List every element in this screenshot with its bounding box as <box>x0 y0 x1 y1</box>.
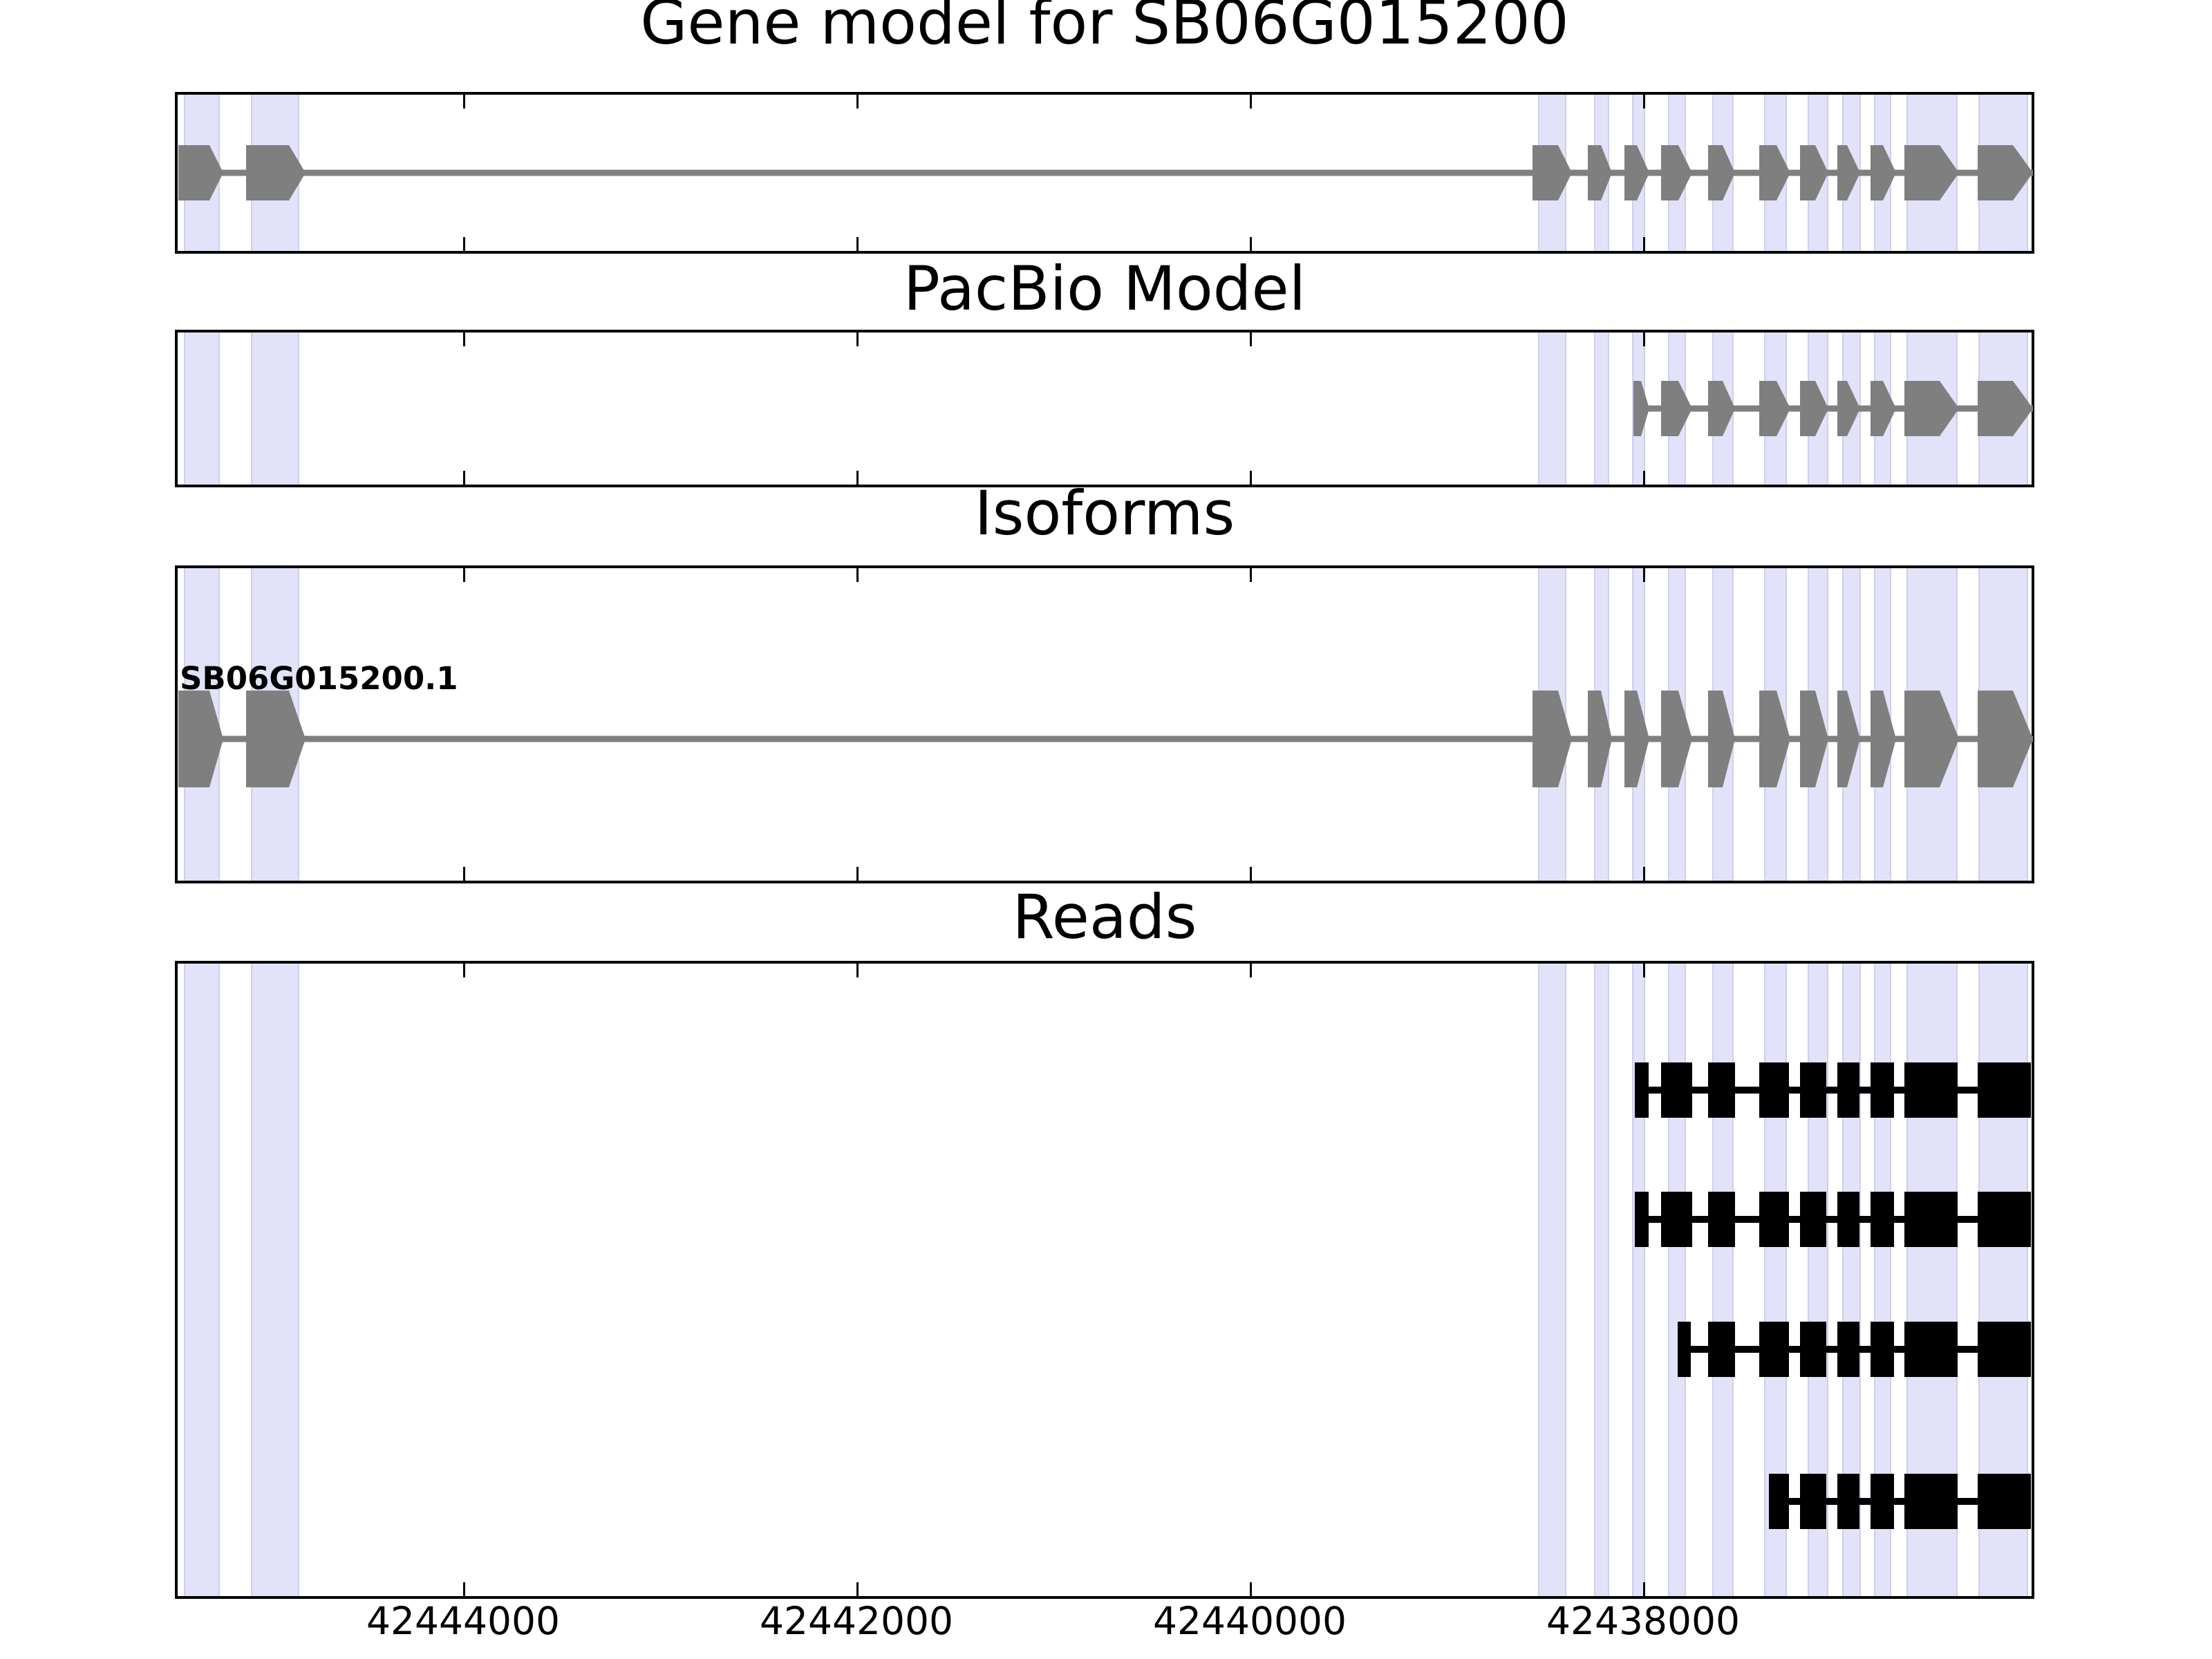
exon-highlight-band <box>1538 568 1566 881</box>
track-panel-isoforms <box>175 565 2034 883</box>
axis-tick <box>1250 237 1252 251</box>
exon-highlight-band <box>1538 964 1566 1596</box>
exon-highlight-band <box>1978 964 2028 1596</box>
exon-highlight-band <box>1842 332 1861 485</box>
axis-tick <box>1643 95 1645 109</box>
exon-highlight-band <box>1632 964 1645 1596</box>
x-tick-label: 42442000 <box>760 1599 953 1643</box>
exon-highlight-band <box>1632 95 1645 251</box>
x-tick-label: 42438000 <box>1546 1599 1740 1643</box>
exon-highlight-band <box>1808 95 1828 251</box>
axis-tick <box>856 568 859 582</box>
axis-tick <box>463 1582 465 1596</box>
axis-tick <box>1643 1582 1645 1596</box>
exon-highlight-band <box>1978 568 2028 881</box>
axis-tick <box>1250 568 1252 582</box>
exon-highlight-band <box>1874 95 1891 251</box>
exon-highlight-band <box>1594 95 1609 251</box>
exon-highlight-band <box>1764 95 1787 251</box>
exon-highlight-band <box>1978 332 2028 485</box>
exon-highlight-band <box>1632 332 1645 485</box>
exon-highlight-band <box>1668 332 1686 485</box>
exon-highlight-band <box>1874 964 1891 1596</box>
exon-highlight-band <box>1632 568 1645 881</box>
axis-tick <box>1250 964 1252 977</box>
axis-tick <box>1250 867 1252 881</box>
axis-tick <box>856 471 859 485</box>
track-panel-gene-model <box>175 92 2034 254</box>
track-panel-reads <box>175 961 2034 1599</box>
axis-tick <box>463 568 465 582</box>
axis-tick <box>856 867 859 881</box>
exon-highlight-band <box>1906 332 1958 485</box>
exon-highlight-band <box>1538 332 1566 485</box>
exon-highlight-band <box>1906 95 1958 251</box>
exon-highlight-band <box>1594 332 1609 485</box>
exon-highlight-band <box>1712 568 1734 881</box>
axis-tick <box>463 867 465 881</box>
exon-highlight-band <box>1712 95 1734 251</box>
axis-tick <box>1250 1582 1252 1596</box>
exon-highlight-band <box>184 95 220 251</box>
axis-tick <box>856 237 859 251</box>
exon-highlight-band <box>1808 332 1828 485</box>
exon-highlight-band <box>1808 964 1828 1596</box>
exon-highlight-band <box>1712 964 1734 1596</box>
exon-highlight-band <box>1668 568 1686 881</box>
exon-highlight-band <box>184 568 220 881</box>
axis-tick <box>463 471 465 485</box>
exon-highlight-band <box>1874 332 1891 485</box>
axis-tick <box>856 964 859 977</box>
axis-tick <box>1250 95 1252 109</box>
axis-tick <box>1643 471 1645 485</box>
axis-tick <box>1250 471 1252 485</box>
exon-highlight-band <box>1906 568 1958 881</box>
axis-tick <box>1643 568 1645 582</box>
exon-highlight-band <box>1538 95 1566 251</box>
axis-tick <box>463 332 465 346</box>
axis-tick <box>1643 964 1645 977</box>
axis-tick <box>856 332 859 346</box>
exon-highlight-band <box>184 332 220 485</box>
axis-tick <box>856 1582 859 1596</box>
exon-highlight-band <box>1842 568 1861 881</box>
exon-highlight-band <box>251 568 299 881</box>
exon-highlight-band <box>251 95 299 251</box>
exon-highlight-band <box>1668 964 1686 1596</box>
exon-highlight-band <box>1842 964 1861 1596</box>
exon-highlight-band <box>1906 964 1958 1596</box>
panel-title-pacbio: PacBio Model <box>903 253 1306 324</box>
isoform-name-label: SB06G015200.1 <box>180 660 458 697</box>
exon-highlight-band <box>1978 95 2028 251</box>
x-tick-label: 42440000 <box>1153 1599 1347 1643</box>
axis-tick <box>856 95 859 109</box>
exon-highlight-band <box>251 964 299 1596</box>
axis-tick <box>1643 237 1645 251</box>
axis-tick <box>1643 332 1645 346</box>
exon-highlight-band <box>1764 332 1787 485</box>
axis-tick <box>463 237 465 251</box>
exon-highlight-band <box>184 964 220 1596</box>
exon-highlight-band <box>1808 568 1828 881</box>
exon-highlight-band <box>1764 568 1787 881</box>
exon-highlight-band <box>1764 964 1787 1596</box>
exon-highlight-band <box>1874 568 1891 881</box>
panel-title-isoforms: Isoforms <box>974 478 1235 549</box>
axis-tick <box>1250 332 1252 346</box>
figure-title: Gene model for SB06G015200 <box>640 0 1569 58</box>
exon-highlight-band <box>1594 568 1609 881</box>
axis-tick <box>463 964 465 977</box>
exon-highlight-band <box>1712 332 1734 485</box>
exon-highlight-band <box>251 332 299 485</box>
exon-highlight-band <box>1842 95 1861 251</box>
track-panel-pacbio <box>175 330 2034 487</box>
exon-highlight-band <box>1594 964 1609 1596</box>
x-tick-label: 42444000 <box>366 1599 560 1643</box>
panel-title-reads: Reads <box>1012 881 1197 953</box>
exon-highlight-band <box>1668 95 1686 251</box>
axis-tick <box>1643 867 1645 881</box>
axis-tick <box>463 95 465 109</box>
